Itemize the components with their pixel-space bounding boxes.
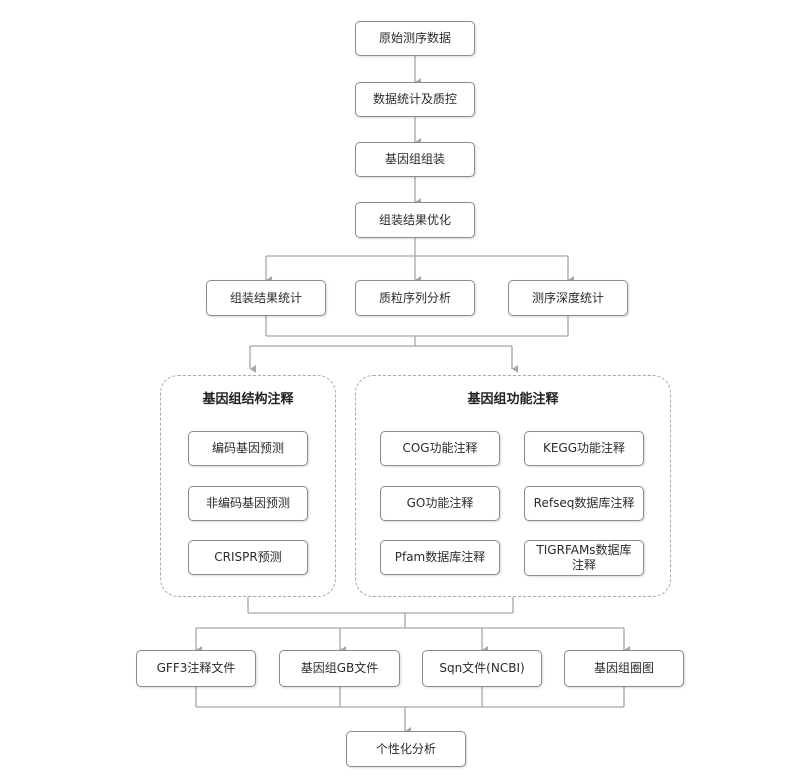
node-assembly: 基因组组装 <box>355 142 475 177</box>
node-depth: 测序深度统计 <box>508 280 628 316</box>
node-crispr: CRISPR预测 <box>188 540 308 575</box>
group-structural-annotation: 基因组结构注释 <box>160 375 336 597</box>
node-tigrfams: TIGRFAMs数据库注释 <box>524 540 644 576</box>
node-kegg: KEGG功能注释 <box>524 431 644 466</box>
group-functional-title: 基因组功能注释 <box>467 392 559 407</box>
node-raw-data: 原始测序数据 <box>355 21 475 56</box>
node-cog: COG功能注释 <box>380 431 500 466</box>
node-plasmid: 质粒序列分析 <box>355 280 475 316</box>
node-gff3: GFF3注释文件 <box>136 650 256 687</box>
node-noncoding-gene: 非编码基因预测 <box>188 486 308 521</box>
group-functional-annotation: 基因组功能注释 <box>355 375 671 597</box>
node-refseq: Refseq数据库注释 <box>524 486 644 521</box>
node-optimize: 组装结果优化 <box>355 202 475 238</box>
node-custom-analysis: 个性化分析 <box>346 731 466 767</box>
node-asm-stats: 组装结果统计 <box>206 280 326 316</box>
group-structural-title: 基因组结构注释 <box>202 392 294 407</box>
node-gb: 基因组GB文件 <box>279 650 400 687</box>
node-sqn: Sqn文件(NCBI) <box>422 650 542 687</box>
node-qc: 数据统计及质控 <box>355 82 475 117</box>
node-go: GO功能注释 <box>380 486 500 521</box>
node-pfam: Pfam数据库注释 <box>380 540 500 575</box>
node-circos: 基因组圈图 <box>564 650 684 687</box>
node-coding-gene: 编码基因预测 <box>188 431 308 466</box>
